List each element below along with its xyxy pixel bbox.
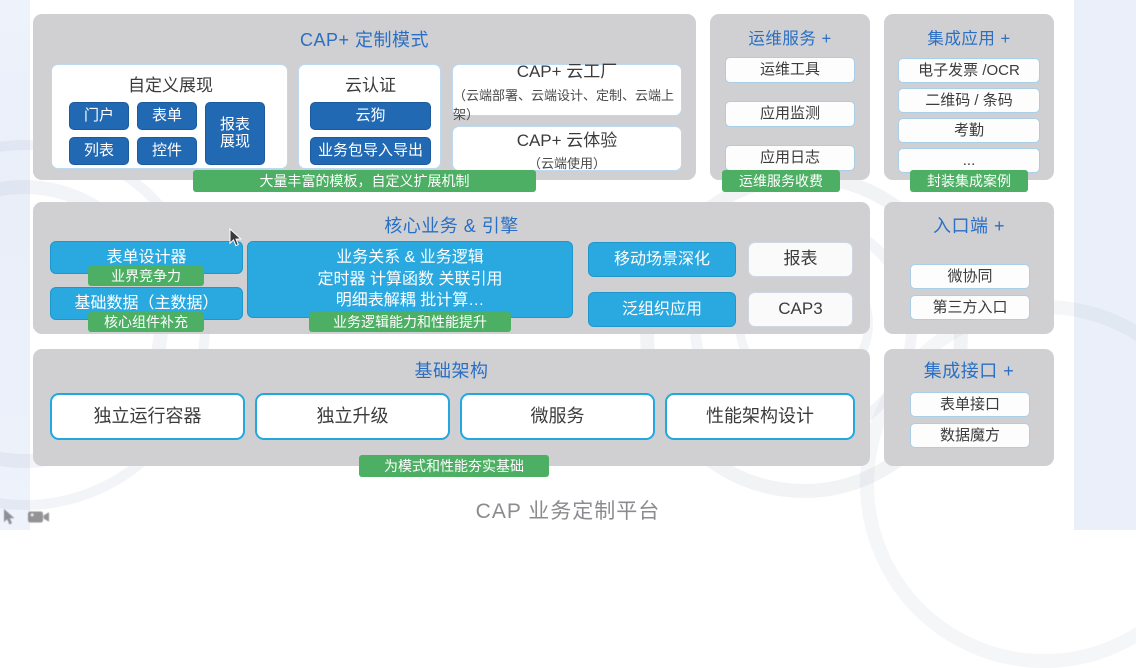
group-cap-plus-title: CAP+ 定制模式: [299, 30, 430, 50]
pill-report[interactable]: 报表: [748, 242, 853, 277]
badge-business-logic-performance: 业务逻辑能力和性能提升: [309, 312, 511, 332]
chip-report-display-line1: 报表: [219, 115, 250, 133]
chip-portal[interactable]: 门户: [69, 102, 129, 130]
group-infrastructure-title: 基础架构: [414, 361, 489, 381]
background-left-strip: [0, 0, 30, 530]
badge-ops-service: 运维服务收费: [722, 170, 840, 192]
pill-attendance[interactable]: 考勤: [898, 118, 1040, 143]
pill-app-log[interactable]: 应用日志: [725, 145, 855, 171]
chip-form[interactable]: 表单: [137, 102, 197, 130]
group-core-business-title: 核心业务 & 引擎: [384, 216, 519, 236]
pill-e-invoice-ocr[interactable]: 电子发票 /OCR: [898, 58, 1040, 83]
card-cloud-factory: CAP+ 云工厂 （云端部署、云端设计、定制、云端上架）: [452, 62, 682, 122]
pill-form-api[interactable]: 表单接口: [910, 392, 1030, 417]
pill-more[interactable]: ...: [898, 148, 1040, 173]
pill-third-party-entry[interactable]: 第三方入口: [910, 295, 1030, 320]
badge-core-component-supplement: 核心组件补充: [88, 312, 204, 332]
engine-line-3: 明细表解耦 批计算…: [335, 292, 485, 310]
chip-mobile-scenario[interactable]: 移动场景深化: [588, 242, 736, 277]
pill-data-cube[interactable]: 数据魔方: [910, 423, 1030, 448]
card-custom-display-title: 自定义展现: [128, 76, 213, 95]
chip-cloud-dog[interactable]: 云狗: [310, 102, 431, 130]
engine-line-1: 业务关系 & 业务逻辑: [336, 249, 484, 267]
chip-control[interactable]: 控件: [137, 137, 197, 165]
group-integration-api-title: 集成接口 +: [923, 361, 1015, 381]
card-cloud-factory-sub: （云端部署、云端设计、定制、云端上架）: [453, 88, 675, 122]
background-right-strip: [1074, 0, 1136, 530]
card-cloud-experience-title: CAP+ 云体验: [516, 130, 618, 150]
group-cap-plus: CAP+ 定制模式 自定义展现 门户 表单 报表 展现 列表 控件 云认证 云狗…: [33, 14, 696, 180]
cursor-icon: [2, 508, 19, 526]
chip-report-display-line2: 展现: [219, 132, 250, 150]
group-integrated-app: 集成应用 + 电子发票 /OCR 二维码 / 条码 考勤 ...: [884, 14, 1054, 180]
card-custom-display: 自定义展现 门户 表单 报表 展现 列表 控件: [51, 64, 288, 169]
badge-infrastructure: 为模式和性能夯实基础: [359, 455, 549, 477]
page-title: CAP 业务定制平台: [475, 500, 661, 523]
pill-performance-architecture[interactable]: 性能架构设计: [665, 393, 855, 440]
group-infrastructure: 基础架构 独立运行容器 独立升级 微服务 性能架构设计: [33, 349, 870, 466]
pill-ops-tool[interactable]: 运维工具: [725, 57, 855, 83]
group-integrated-app-title: 集成应用 +: [927, 30, 1011, 48]
group-ops-service-title: 运维服务 +: [748, 30, 832, 48]
pill-standalone-upgrade[interactable]: 独立升级: [255, 393, 450, 440]
chip-report-display[interactable]: 报表 展现: [205, 102, 265, 165]
group-entry-side: 入口端 + 微协同 第三方入口: [884, 202, 1054, 334]
group-core-business: 核心业务 & 引擎 表单设计器 业界竞争力 基础数据（主数据） 核心组件补充 业…: [33, 202, 870, 334]
pill-microservice[interactable]: 微服务: [460, 393, 655, 440]
pill-app-monitoring[interactable]: 应用监测: [725, 101, 855, 127]
chip-list[interactable]: 列表: [69, 137, 129, 165]
card-cloud-experience-sub: （云端使用）: [527, 155, 606, 171]
chip-business-package-import-export[interactable]: 业务包导入导出: [310, 137, 431, 165]
engine-line-2: 定时器 计算函数 关联引用: [317, 270, 503, 288]
pill-cap3[interactable]: CAP3: [748, 292, 853, 327]
badge-integrated-app: 封装集成案例: [910, 170, 1028, 192]
group-entry-side-title: 入口端 +: [932, 216, 1005, 236]
card-cloud-auth-title: 云认证: [345, 76, 396, 95]
card-cloud-experience: CAP+ 云体验 （云端使用）: [452, 126, 682, 171]
card-cloud-factory-title: CAP+ 云工厂: [516, 62, 618, 81]
group-integration-api: 集成接口 + 表单接口 数据魔方: [884, 349, 1054, 466]
video-camera-icon: [27, 508, 51, 526]
overlay-corner-icons: [2, 508, 51, 526]
chip-pan-organization-app[interactable]: 泛组织应用: [588, 292, 736, 327]
pill-micro-collab[interactable]: 微协同: [910, 264, 1030, 289]
pill-standalone-container[interactable]: 独立运行容器: [50, 393, 245, 440]
badge-cap-plus: 大量丰富的模板，自定义扩展机制: [193, 170, 536, 192]
card-cloud-auth: 云认证 云狗 业务包导入导出: [298, 64, 441, 169]
group-ops-service: 运维服务 + 运维工具 应用监测 应用日志: [710, 14, 870, 180]
chip-business-engine[interactable]: 业务关系 & 业务逻辑 定时器 计算函数 关联引用 明细表解耦 批计算…: [247, 241, 573, 318]
badge-industry-competitiveness: 业界竞争力: [88, 266, 204, 286]
pill-qr-barcode[interactable]: 二维码 / 条码: [898, 88, 1040, 113]
